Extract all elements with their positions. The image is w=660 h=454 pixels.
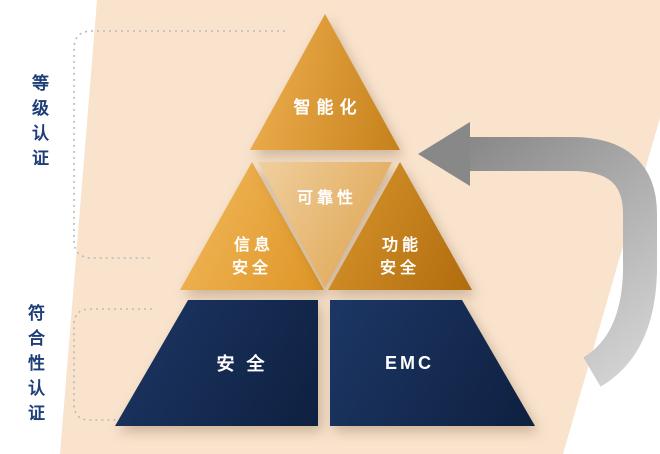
emc-trapezoid: EMC xyxy=(330,300,535,426)
pyramid-tier-intelligence: 智能化 xyxy=(250,14,400,150)
safety-label: 安全 xyxy=(216,354,277,374)
emc-label: EMC xyxy=(385,352,434,373)
safety-trapezoid: 安全 xyxy=(115,300,318,426)
intelligence-label: 智能化 xyxy=(293,98,363,117)
information-security-label: 信息 安全 xyxy=(231,236,274,277)
pyramid-tier-emc: EMC xyxy=(330,300,535,426)
dotted-bracket-conformity-icon xyxy=(73,308,152,421)
side-label-level-certification: 等级认证 xyxy=(29,74,48,174)
pyramid-tier-safety: 安全 xyxy=(115,300,318,426)
functional-safety-label: 功能 安全 xyxy=(379,236,422,277)
pyramid-tier-functional-safety: 功能 安全 xyxy=(328,162,472,290)
reliability-label: 可靠性 xyxy=(296,190,357,207)
intelligence-triangle: 智能化 xyxy=(250,14,400,150)
curved-arrow-icon xyxy=(418,122,657,387)
side-label-conformity-certification: 符合性认证 xyxy=(25,304,44,429)
functional-safety-triangle: 功能 安全 xyxy=(328,162,472,290)
